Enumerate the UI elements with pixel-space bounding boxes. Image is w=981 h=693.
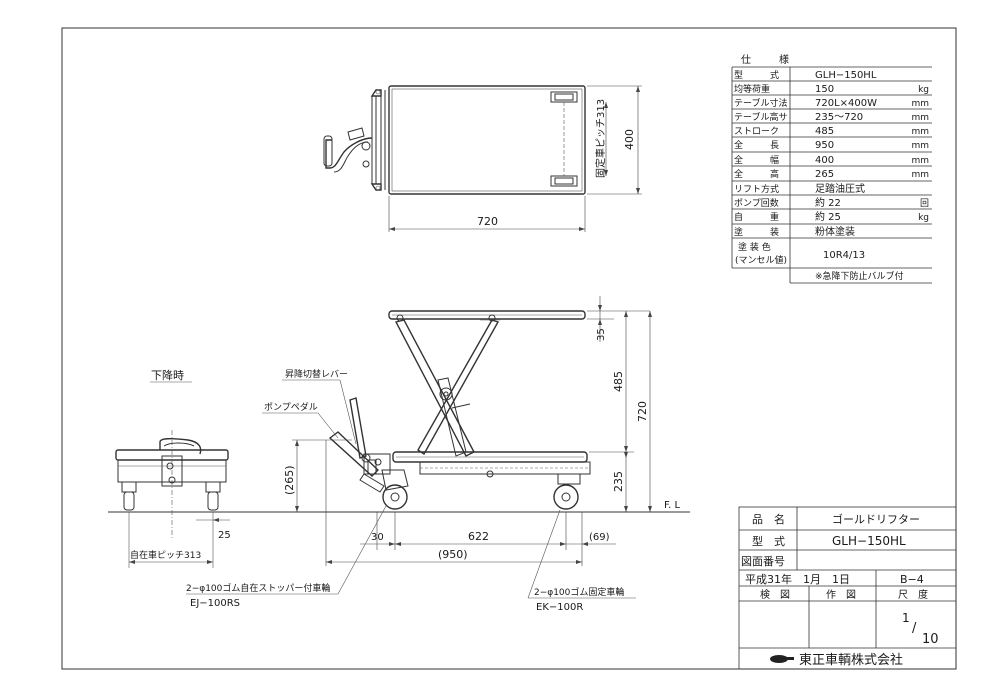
- floor-label: F. L: [664, 500, 681, 511]
- spec-row-value: 485: [815, 126, 834, 137]
- lowered-dim-25: 25: [218, 530, 231, 541]
- company-logo-icon: [770, 655, 794, 663]
- spec-row-value: 400: [815, 155, 834, 166]
- tb-sheet-size: B−4: [900, 573, 924, 586]
- tb-name-value: ゴールドリフター: [832, 512, 920, 526]
- spec-row-label: テーブル寸法: [734, 97, 787, 109]
- spec-row-unit: kg: [918, 213, 929, 223]
- spec-header-left: 仕: [741, 53, 751, 66]
- spec-row-unit: mm: [911, 113, 929, 123]
- top-view: [323, 85, 586, 195]
- top-width-dim: 400: [623, 129, 636, 150]
- tb-scale-label: 尺 度: [898, 588, 928, 601]
- tb-scale-den: 10: [922, 632, 939, 647]
- tb-date: 平成31年 1月 1日: [745, 572, 850, 586]
- tb-draw-label: 作 図: [826, 589, 856, 601]
- spec-row-unit: kg: [918, 85, 929, 95]
- spec-row-value: 足踏油圧式: [815, 182, 865, 195]
- spec-row-unit: mm: [911, 156, 929, 166]
- top-length-dim: 720: [477, 215, 498, 228]
- front-caster-code: EJ−100RS: [190, 598, 240, 609]
- spec-note: ※急降下防止バルブ付: [815, 270, 904, 282]
- pedal-label: ポンプペダル: [264, 401, 318, 413]
- spec-color-label-1: 塗 装 色: [738, 241, 771, 253]
- spec-row-value: 150: [815, 84, 834, 95]
- spec-row-label: リフト方式: [734, 183, 779, 195]
- spec-row-label: ポンプ回数: [734, 197, 779, 209]
- spec-row-label: 全 幅: [734, 154, 779, 166]
- spec-row-unit: mm: [911, 99, 929, 109]
- side-view-dimensions: [292, 296, 652, 566]
- spec-row-value: 720L×400W: [815, 98, 877, 109]
- tb-drawing-no-label: 図面番号: [741, 555, 785, 568]
- spec-row-value: GLH−150HL: [815, 70, 877, 81]
- top-caster-pitch-dim: 固定車ピッチ313: [594, 99, 607, 178]
- title-block: [738, 506, 957, 670]
- spec-table: [731, 66, 932, 284]
- dim-rear-overhang: (69): [589, 532, 610, 543]
- dim-handle-height: (265): [283, 465, 296, 495]
- tb-model-value: GLH−150HL: [832, 534, 906, 548]
- dim-wheelbase: 622: [468, 530, 489, 543]
- dim-max-height: 720: [636, 401, 649, 422]
- lowered-view-title: 下降時: [151, 368, 184, 382]
- spec-row-unit: mm: [911, 170, 929, 180]
- tb-model-label: 型 式: [752, 534, 785, 548]
- dim-30: 30: [371, 532, 384, 543]
- spec-row-unit: mm: [911, 141, 929, 151]
- leader-lines: [186, 379, 636, 599]
- dim-stroke: 485: [612, 371, 625, 392]
- spec-row-unit: 回: [920, 198, 929, 209]
- spec-color-label-2: (マンセル値): [735, 254, 787, 266]
- tb-scale-num: 1: [902, 611, 910, 625]
- drawing-frame: [61, 27, 957, 670]
- spec-row-value: 約 22: [815, 196, 841, 209]
- spec-header-right: 様: [779, 53, 789, 66]
- dim-overall-length: (950): [438, 548, 468, 561]
- spec-row-unit: mm: [911, 127, 929, 137]
- tb-scale-slash: /: [912, 621, 917, 636]
- front-caster-spec: 2−φ100ゴム自在ストッパー付車輪: [186, 582, 330, 594]
- rear-caster-code: EK−100R: [536, 602, 583, 613]
- spec-row-label: 自 重: [734, 211, 779, 223]
- spec-color-value: 10R4/13: [823, 250, 865, 261]
- tb-check-label: 検 図: [760, 588, 790, 601]
- spec-row-value: 粉体塗装: [815, 225, 855, 238]
- top-view-dimensions: [388, 85, 642, 232]
- lowered-caster-pitch: 自在車ピッチ313: [130, 549, 201, 561]
- spec-row-label: 塗 装: [734, 226, 779, 238]
- spec-row-value: 265: [815, 169, 834, 180]
- spec-row-label: テーブル高サ: [734, 111, 787, 123]
- tb-company: 東正車輌株式会社: [799, 652, 903, 668]
- spec-row-value: 約 25: [815, 210, 841, 223]
- lever-label: 昇降切替レバー: [285, 368, 348, 380]
- rear-caster-spec: 2−φ100ゴム固定車輪: [534, 586, 624, 598]
- spec-row-label: 全 長: [734, 139, 779, 151]
- spec-row-value: 950: [815, 140, 834, 151]
- dim-35: 35: [596, 328, 607, 341]
- spec-row-label: 均等荷重: [734, 83, 770, 95]
- spec-row-label: 全 高: [734, 168, 779, 180]
- tb-name-label: 品 名: [752, 512, 785, 526]
- spec-row-label: ストローク: [734, 126, 779, 137]
- dim-min-height: 235: [612, 471, 625, 492]
- side-view: [328, 310, 591, 510]
- spec-row-label: 型 式: [734, 69, 779, 81]
- lowered-view: [115, 430, 229, 568]
- spec-rows: 型 式 GLH−150HL 均等荷重 150 kg テーブル寸法 720L×400W mm テー…: [734, 69, 929, 238]
- lowered-view-dimensions: [129, 381, 230, 564]
- spec-row-value: 235〜720: [815, 112, 863, 123]
